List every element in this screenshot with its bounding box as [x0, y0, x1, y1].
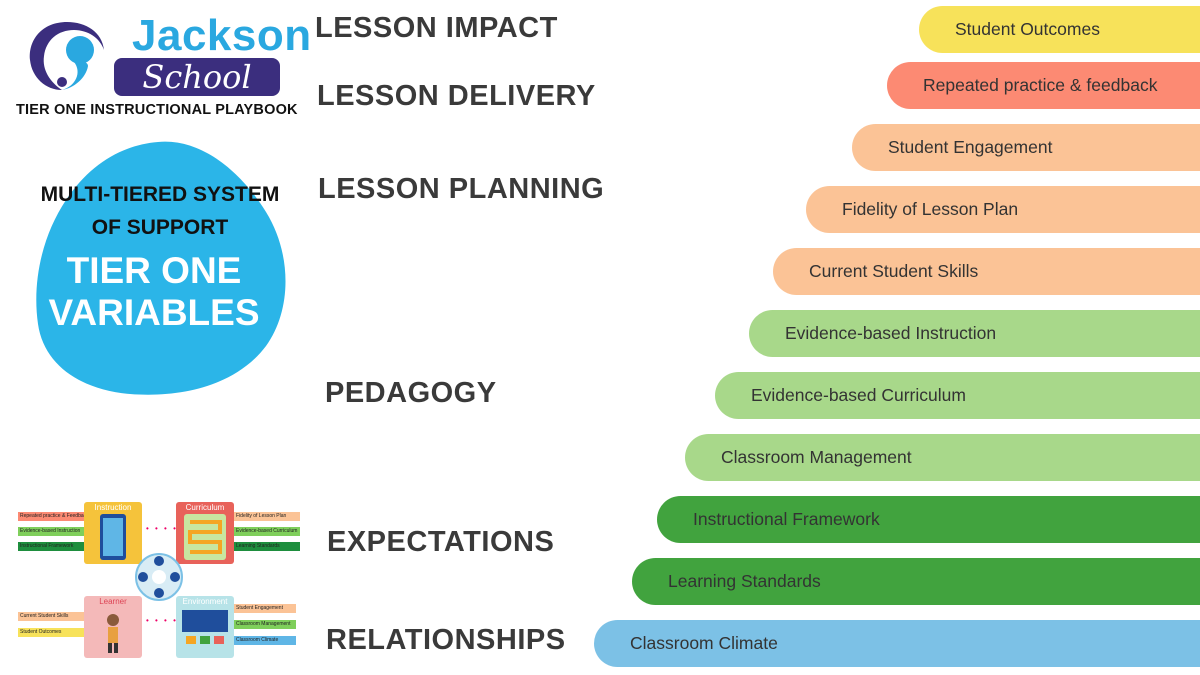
mini-label: Fidelity of Lesson Plan	[234, 512, 300, 521]
classroom-icon	[182, 610, 228, 644]
mini-framework-diagram: Repeated practice & Feedback Evidence-ba…	[18, 502, 300, 658]
bar-classroom-management: Classroom Management	[685, 434, 1200, 481]
badge-subtitle: MULTI-TIERED SYSTEM OF SUPPORT	[30, 178, 290, 244]
bar-fidelity-lesson-plan: Fidelity of Lesson Plan	[806, 186, 1200, 233]
mini-label: Current Student Skills	[18, 612, 84, 621]
bar-repeated-practice: Repeated practice & feedback	[887, 62, 1200, 109]
jackson-logo-icon	[29, 22, 104, 90]
heading-lesson-impact: LESSON IMPACT	[315, 12, 558, 44]
mini-box-title: Environment	[182, 597, 228, 606]
badge-title-line2: VARIABLES	[48, 292, 260, 333]
connector-dots: • • • •	[146, 524, 178, 533]
mini-box-title: Curriculum	[185, 503, 225, 512]
mini-box-instruction: Instruction	[84, 502, 142, 564]
mini-label: Learning Standards	[234, 542, 300, 551]
logo-tagline: TIER ONE INSTRUCTIONAL PLAYBOOK	[16, 102, 298, 118]
logo-name-top: Jackson	[132, 11, 312, 60]
bar-student-engagement: Student Engagement	[852, 124, 1200, 171]
mini-box-title: Instruction	[94, 503, 132, 512]
tablet-icon	[100, 514, 126, 560]
bar-instructional-framework: Instructional Framework	[657, 496, 1200, 543]
badge-title: TIER ONE VARIABLES	[24, 250, 284, 334]
mini-box-environment: Environment	[176, 596, 234, 658]
mini-label: Repeated practice & Feedback	[18, 512, 84, 521]
badge-subtitle-line1: MULTI-TIERED SYSTEM	[40, 183, 280, 206]
mini-label: Evidence-based Curriculum	[234, 527, 300, 536]
student-avatar-icon	[107, 614, 119, 653]
heading-relationships: RELATIONSHIPS	[326, 624, 566, 656]
badge-subtitle-line2: OF SUPPORT	[91, 216, 229, 239]
mini-box-curriculum: Curriculum	[176, 502, 234, 564]
logo-name-bottom: School	[114, 58, 280, 96]
bar-learning-standards: Learning Standards	[632, 558, 1200, 605]
mini-label: Evidence-based Instruction	[18, 527, 84, 536]
school-logo: Jackson School TIER ONE INSTRUCTIONAL PL…	[16, 12, 311, 122]
mini-box-title: Learner	[99, 597, 127, 606]
connector-dots: • • • •	[146, 616, 178, 625]
bar-evidence-based-instruction: Evidence-based Instruction	[749, 310, 1200, 357]
mini-label: Student Outcomes	[18, 628, 84, 637]
heading-pedagogy: PEDAGOGY	[325, 377, 497, 409]
heading-lesson-planning: LESSON PLANNING	[318, 173, 605, 205]
bar-student-outcomes: Student Outcomes	[919, 6, 1200, 53]
board-game-icon	[184, 514, 226, 560]
mini-box-learner: Learner	[84, 596, 142, 658]
tier-one-badge: MULTI-TIERED SYSTEM OF SUPPORT TIER ONE …	[30, 140, 290, 400]
mini-label: Classroom Management	[234, 620, 296, 629]
mini-label: Instructional Framework	[18, 542, 84, 551]
heading-expectations: EXPECTATIONS	[327, 526, 555, 558]
heading-lesson-delivery: LESSON DELIVERY	[317, 80, 596, 112]
blob-shape	[36, 141, 286, 395]
bar-evidence-based-curriculum: Evidence-based Curriculum	[715, 372, 1200, 419]
bar-current-student-skills: Current Student Skills	[773, 248, 1200, 295]
cycle-diagram-icon	[135, 553, 183, 601]
mini-label: Classroom Climate	[234, 636, 296, 645]
badge-title-line1: TIER ONE	[66, 250, 242, 291]
bar-classroom-climate: Classroom Climate	[594, 620, 1200, 667]
mini-label: Student Engagement	[234, 604, 296, 613]
